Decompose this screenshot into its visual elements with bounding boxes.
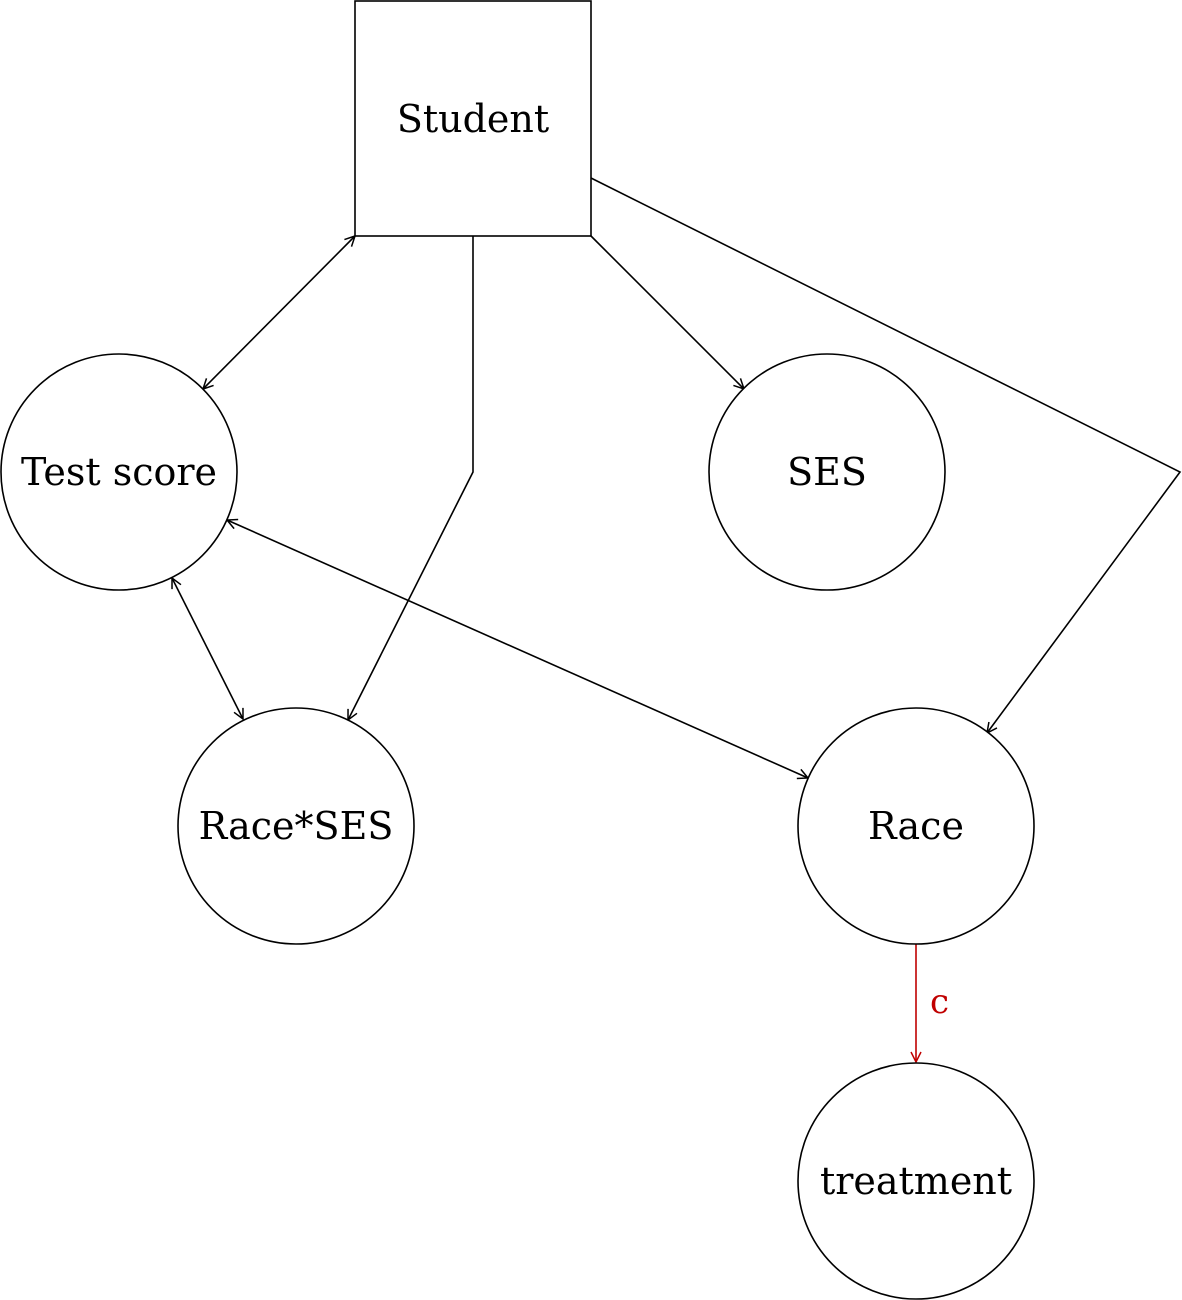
nodes: Student Test score SES Race*SES Race tre…	[0, 0, 1035, 1300]
node-treatment-label: treatment	[820, 1159, 1012, 1203]
node-ses: SES	[708, 353, 946, 591]
edge-student-ses	[590, 235, 744, 389]
node-race-label: Race	[868, 804, 964, 848]
node-race: Race	[797, 707, 1035, 945]
edge-test-score-race	[227, 520, 808, 778]
node-student: Student	[354, 0, 592, 237]
edge-label-c: c	[930, 982, 949, 1022]
edge-student-race-ses	[348, 236, 474, 720]
node-race-ses-label: Race*SES	[199, 804, 394, 848]
edges: c	[172, 177, 1182, 1062]
edge-student-test-score	[203, 236, 355, 389]
node-ses-label: SES	[787, 450, 867, 494]
node-student-label: Student	[397, 97, 549, 141]
edge-test-score-race-ses	[172, 578, 243, 719]
edge-student-race	[590, 177, 1182, 733]
node-treatment: treatment	[797, 1062, 1035, 1300]
node-race-ses: Race*SES	[177, 707, 415, 945]
node-test-score: Test score	[0, 353, 238, 591]
node-test-score-label: Test score	[21, 450, 217, 494]
